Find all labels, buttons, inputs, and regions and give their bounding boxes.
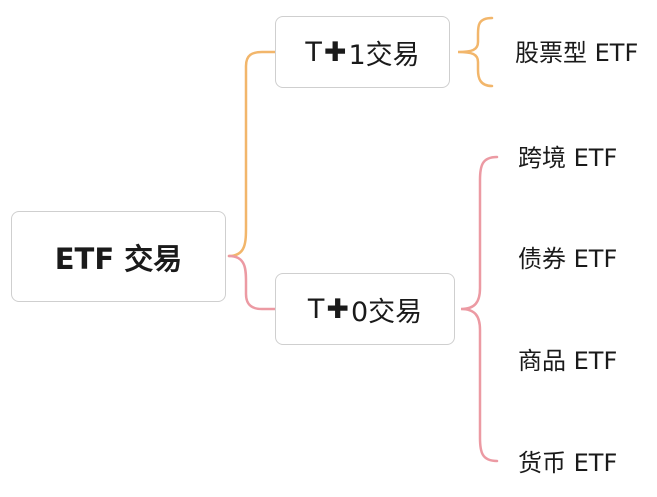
leaf-stock-etf[interactable]: 股票型 ETF [515,39,639,67]
connector-root-to-t1 [227,50,277,258]
connector-root-to-t0 [227,254,277,311]
plus-icon: ✚ [323,36,347,68]
brace-t0-leaves [460,155,499,463]
branch-suffix: 0交易 [350,296,423,328]
root-node[interactable]: ETF 交易 [11,211,226,302]
branch-suffix: 1交易 [348,39,420,71]
branch-prefix: T [305,36,322,68]
leaf-bond-etf[interactable]: 债券 ETF [518,245,618,273]
leaf-commodity-etf[interactable]: 商品 ETF [518,347,618,375]
root-node-label: ETF 交易 [54,241,183,276]
plus-icon: ✚ [326,293,349,325]
leaf-currency-etf[interactable]: 货币 ETF [518,449,618,477]
branch-node-t-plus-1[interactable]: T ✚ 1交易 [275,16,450,88]
branch-node-t-plus-0[interactable]: T ✚ 0交易 [275,273,455,345]
branch-prefix: T [307,293,325,325]
leaf-cross-border-etf[interactable]: 跨境 ETF [518,144,618,172]
brace-t1-leaves [457,16,494,88]
